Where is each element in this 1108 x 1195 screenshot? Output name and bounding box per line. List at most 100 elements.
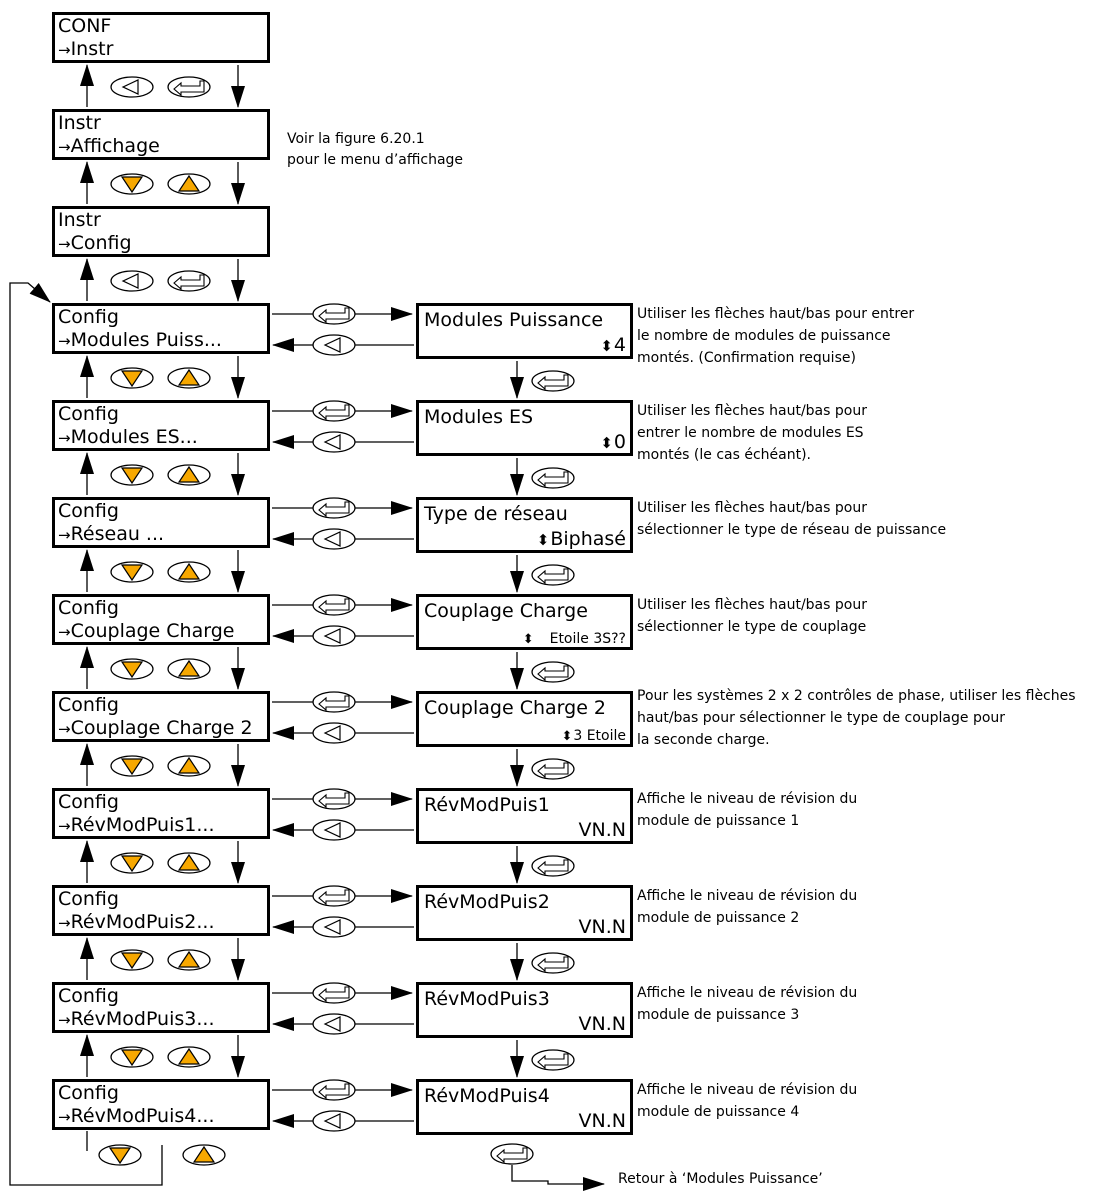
- note-line: Affiche le niveau de révision du: [637, 985, 858, 1001]
- enter-arrow-icon: [537, 762, 569, 779]
- up-key-button[interactable]: [167, 1046, 211, 1068]
- param-box-4[interactable]: Couplage Charge 2⬍3 Etoile: [416, 691, 633, 747]
- menu-box-1[interactable]: Instr→Affichage: [52, 109, 270, 160]
- enter-key-button[interactable]: [312, 885, 356, 907]
- enter-key-button[interactable]: [167, 76, 211, 98]
- note-line: Utiliser les flèches haut/bas pour: [637, 500, 867, 516]
- left-key-button[interactable]: [312, 1013, 356, 1035]
- down-key-button[interactable]: [110, 852, 154, 874]
- left-key-button[interactable]: [110, 270, 154, 292]
- menu-box-0[interactable]: CONF→Instr: [52, 12, 270, 63]
- left-key-button[interactable]: [312, 431, 356, 453]
- enter-key-button[interactable]: [167, 270, 211, 292]
- menu-box-5[interactable]: Config→Réseau ...: [52, 497, 270, 548]
- menu-box-10[interactable]: Config→RévModPuis3...: [52, 982, 270, 1033]
- menu-box-title: Config: [58, 597, 119, 619]
- up-key-button[interactable]: [167, 755, 211, 777]
- menu-box-title: CONF: [58, 15, 112, 37]
- enter-key-button[interactable]: [531, 855, 575, 877]
- enter-key-button[interactable]: [312, 982, 356, 1004]
- enter-arrow-icon: [537, 859, 569, 876]
- return-label: Retour à ‘Modules Puissance’: [618, 1171, 823, 1187]
- left-arrow-icon: [323, 531, 341, 547]
- menu-box-title: Config: [58, 888, 119, 910]
- param-box-3[interactable]: Couplage Charge⬍Etoile 3S??: [416, 594, 633, 650]
- menu-box-3[interactable]: Config→Modules Puiss...: [52, 303, 270, 354]
- left-key-button[interactable]: [312, 819, 356, 841]
- up-key-button[interactable]: [182, 1144, 226, 1166]
- enter-key-button[interactable]: [312, 691, 356, 713]
- enter-key-button[interactable]: [312, 497, 356, 519]
- pointer-arrow-icon: →: [58, 720, 71, 738]
- left-key-button[interactable]: [312, 916, 356, 938]
- enter-arrow-icon: [537, 665, 569, 682]
- enter-arrow-icon: [537, 956, 569, 973]
- param-title: RévModPuis3: [424, 988, 550, 1010]
- up-key-button[interactable]: [167, 561, 211, 583]
- param-box-2[interactable]: Type de réseau⬍Biphasé: [416, 497, 633, 553]
- menu-box-8[interactable]: Config→RévModPuis1...: [52, 788, 270, 839]
- up-key-button[interactable]: [167, 173, 211, 195]
- up-key-button[interactable]: [167, 367, 211, 389]
- down-key-button[interactable]: [110, 658, 154, 680]
- menu-box-9[interactable]: Config→RévModPuis2...: [52, 885, 270, 936]
- left-key-button[interactable]: [110, 76, 154, 98]
- menu-box-4[interactable]: Config→Modules ES...: [52, 400, 270, 451]
- menu-box-6[interactable]: Config→Couplage Charge: [52, 594, 270, 645]
- param-box-0[interactable]: Modules Puissance⬍4: [416, 303, 633, 359]
- down-key-button[interactable]: [110, 464, 154, 486]
- down-key-button[interactable]: [110, 367, 154, 389]
- note-line: Affiche le niveau de révision du: [637, 1082, 858, 1098]
- down-key-button[interactable]: [98, 1144, 142, 1166]
- enter-key-button[interactable]: [312, 594, 356, 616]
- pointer-arrow-icon: →: [58, 817, 71, 835]
- param-value: ⬍Etoile 3S??: [523, 628, 626, 651]
- param-value: VN.N: [579, 1013, 626, 1035]
- menu-box-item-label: Affichage: [70, 135, 160, 157]
- enter-key-button[interactable]: [312, 788, 356, 810]
- enter-key-button[interactable]: [531, 661, 575, 683]
- menu-box-2[interactable]: Instr→Config: [52, 206, 270, 257]
- menu-box-7[interactable]: Config→Couplage Charge 2: [52, 691, 270, 742]
- param-value: VN.N: [579, 819, 626, 841]
- enter-key-button[interactable]: [312, 400, 356, 422]
- enter-key-button[interactable]: [531, 758, 575, 780]
- down-key-button[interactable]: [110, 561, 154, 583]
- up-key-button[interactable]: [167, 852, 211, 874]
- up-key-button[interactable]: [167, 658, 211, 680]
- up-arrow-icon: [177, 174, 201, 192]
- up-arrow-icon: [177, 562, 201, 580]
- note-line: haut/bas pour sélectionner le type de co…: [637, 710, 1006, 726]
- param-value: VN.N: [579, 916, 626, 938]
- down-key-button[interactable]: [110, 173, 154, 195]
- menu-box-item: →Couplage Charge 2: [58, 717, 253, 740]
- menu-box-11[interactable]: Config→RévModPuis4...: [52, 1079, 270, 1130]
- left-key-button[interactable]: [312, 1110, 356, 1132]
- enter-key-button[interactable]: [531, 952, 575, 974]
- up-key-button[interactable]: [167, 949, 211, 971]
- enter-key-button[interactable]: [490, 1143, 534, 1165]
- left-key-button[interactable]: [312, 625, 356, 647]
- left-key-button[interactable]: [312, 528, 356, 550]
- menu-box-item-label: RévModPuis4...: [70, 1105, 215, 1127]
- enter-key-button[interactable]: [531, 370, 575, 392]
- enter-key-button[interactable]: [312, 303, 356, 325]
- enter-key-button[interactable]: [531, 1049, 575, 1071]
- up-key-button[interactable]: [167, 464, 211, 486]
- enter-key-button[interactable]: [312, 1079, 356, 1101]
- left-key-button[interactable]: [312, 334, 356, 356]
- param-box-1[interactable]: Modules ES⬍0: [416, 400, 633, 456]
- down-key-button[interactable]: [110, 1046, 154, 1068]
- enter-key-button[interactable]: [531, 564, 575, 586]
- enter-key-button[interactable]: [531, 467, 575, 489]
- down-key-button[interactable]: [110, 949, 154, 971]
- pointer-arrow-icon: →: [58, 138, 71, 156]
- left-key-button[interactable]: [312, 722, 356, 744]
- down-key-button[interactable]: [110, 755, 154, 777]
- left-arrow-icon: [323, 1113, 341, 1129]
